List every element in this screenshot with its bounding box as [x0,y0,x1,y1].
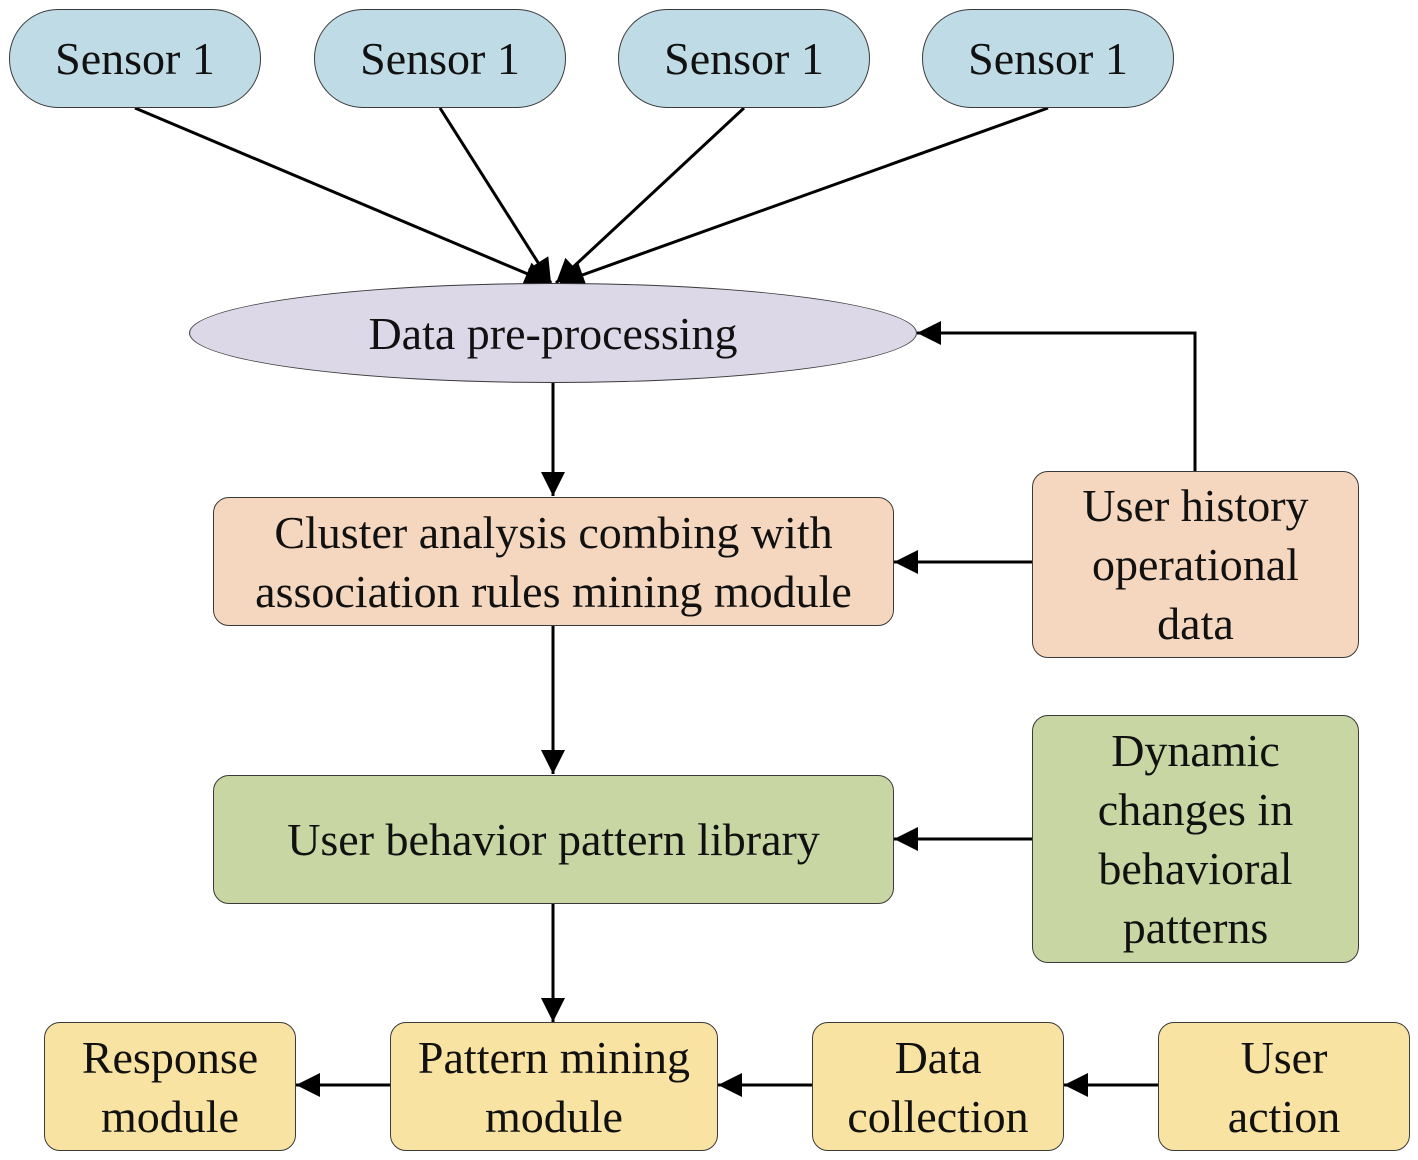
dynamic-changes-label-line4: patterns [1122,902,1269,953]
user-history-node: User history operational data [1032,471,1359,658]
data-collection-label-line2: collection [847,1090,1029,1142]
edge-sensor1-to-preprocessing [134,106,550,285]
pattern-library-node: User behavior pattern library [213,775,894,904]
sensor-node-1: Sensor 1 [9,9,261,108]
dynamic-changes-node: Dynamic changes in behavioral patterns [1032,715,1359,963]
pattern-mining-label-line2: module [485,1090,623,1142]
pattern-mining-node: Pattern mining module [390,1022,718,1151]
cluster-analysis-label-line1: Cluster analysis combing with [274,506,833,558]
pattern-mining-label-line1: Pattern mining [417,1031,691,1083]
user-history-label-line3: data [1157,598,1234,649]
cluster-analysis-node: Cluster analysis combing with associatio… [213,497,894,626]
sensor-node-4-label: Sensor 1 [968,33,1128,84]
response-module-label-line1: Response [81,1031,259,1083]
sensor-node-2-label: Sensor 1 [360,33,520,84]
sensor-node-4: Sensor 1 [922,9,1174,108]
edge-sensor4-to-preprocessing [559,106,1049,287]
sensor-node-3: Sensor 1 [618,9,870,108]
user-action-node: User action [1158,1022,1410,1151]
data-collection-node: Data collection [812,1022,1064,1151]
response-module-label-line2: module [101,1090,239,1142]
edge-history-to-preprocessing [917,321,1197,471]
user-action-label-line1: User [1240,1031,1328,1083]
preprocessing-node: Data pre-processing [189,283,917,383]
dynamic-changes-label-line1: Dynamic [1111,725,1280,776]
response-module-node: Response module [44,1022,296,1151]
pattern-library-label: User behavior pattern library [287,814,820,865]
user-history-label-line2: operational [1092,539,1299,590]
preprocessing-label: Data pre-processing [368,307,738,359]
edge-sensor3-to-preprocessing [554,106,746,285]
sensor-node-2: Sensor 1 [314,9,566,108]
dynamic-changes-label-line3: behavioral [1098,843,1293,894]
user-action-label-line2: action [1227,1090,1341,1142]
sensor-node-3-label: Sensor 1 [664,33,824,84]
dynamic-changes-label-line2: changes in [1097,784,1294,835]
data-collection-label-line1: Data [894,1031,982,1083]
edge-sensor2-to-preprocessing [438,107,553,284]
user-history-label-line1: User history [1082,480,1309,531]
sensor-node-1-label: Sensor 1 [55,33,215,84]
cluster-analysis-label-line2: association rules mining module [255,565,852,617]
